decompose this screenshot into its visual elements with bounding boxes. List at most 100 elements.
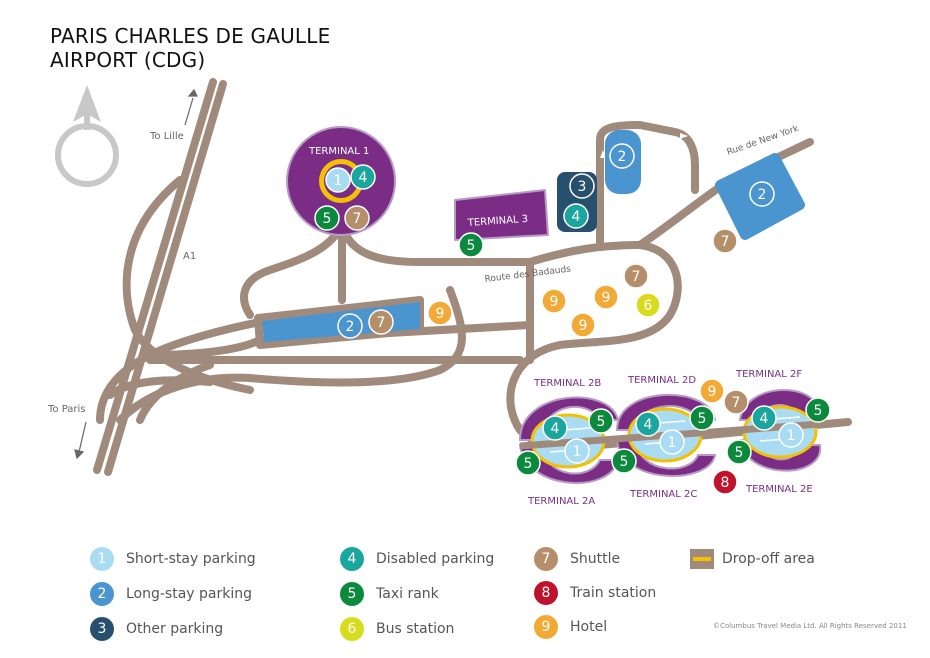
taxi-marker-icon[interactable]: 5: [611, 448, 637, 474]
disabled-marker-icon[interactable]: 4: [563, 203, 589, 229]
shuttle-marker-icon[interactable]: 7: [723, 389, 749, 415]
legend-label: Taxi rank: [376, 586, 439, 602]
train-marker-icon[interactable]: 8: [712, 469, 738, 495]
label-terminal-2f: TERMINAL 2F: [735, 369, 802, 380]
legend-label: Hotel: [570, 619, 608, 635]
shuttle-marker-icon[interactable]: 7: [344, 205, 370, 231]
marker-number: 4: [644, 417, 653, 433]
marker-number: 5: [467, 238, 476, 254]
title-line-1: PARIS CHARLES DE GAULLE: [50, 24, 331, 48]
bus-station-icon: 6: [340, 617, 364, 641]
label-terminal-1: TERMINAL 1: [308, 146, 369, 157]
taxi-marker-icon[interactable]: 5: [805, 397, 831, 423]
disabled-marker-icon[interactable]: 4: [542, 415, 568, 441]
bus-marker-icon[interactable]: 6: [635, 292, 661, 318]
legend-label: Drop-off area: [722, 551, 815, 567]
taxi-marker-icon[interactable]: 5: [515, 450, 541, 476]
long-stay-marker-icon[interactable]: 2: [749, 181, 775, 207]
label-terminal-2e: TERMINAL 2E: [745, 484, 813, 495]
marker-number: 9: [602, 290, 611, 306]
legend-item-long-stay: 2 Long-stay parking: [90, 581, 252, 607]
hotel-marker-icon[interactable]: 9: [427, 300, 453, 326]
title-line-2: AIRPORT (CDG): [50, 48, 206, 72]
marker-number: 4: [572, 209, 581, 225]
marker-number: 2: [618, 149, 627, 165]
direction-arrows: [600, 133, 688, 158]
disabled-marker-icon[interactable]: 4: [635, 411, 661, 437]
marker-number: 7: [632, 269, 641, 285]
label-to-paris: To Paris: [47, 404, 86, 415]
marker-number: 9: [708, 384, 717, 400]
legend-item-shuttle: 7 Shuttle: [534, 546, 620, 572]
marker-number: 1: [668, 435, 677, 451]
legend-item-taxi: 5 Taxi rank: [340, 581, 439, 607]
disabled-parking-icon: 4: [340, 547, 364, 571]
long-stay-parking-icon: 2: [90, 582, 114, 606]
marker-number: 7: [377, 315, 386, 331]
marker-number: 4: [359, 170, 368, 186]
hotel-marker-icon[interactable]: 9: [593, 284, 619, 310]
short-stay-marker-icon[interactable]: 1: [778, 422, 804, 448]
marker-number: 5: [735, 445, 744, 461]
legend-label: Long-stay parking: [126, 586, 253, 602]
taxi-marker-icon[interactable]: 5: [458, 232, 484, 258]
marker-number: 7: [353, 211, 362, 227]
short-stay-marker-icon[interactable]: 1: [659, 429, 685, 455]
shuttle-marker-icon[interactable]: 7: [368, 309, 394, 335]
marker-number: 6: [644, 298, 653, 314]
legend-item-train: 8 Train station: [534, 580, 656, 606]
legend-item-bus: 6 Bus station: [340, 616, 454, 642]
copyright-notice: ©Columbus Travel Media Ltd. All Rights R…: [713, 622, 907, 630]
legend-label: Other parking: [126, 621, 224, 637]
dropoff-swatch-icon: [690, 549, 714, 569]
short-stay-marker-icon[interactable]: 1: [325, 167, 351, 193]
hotel-marker-icon[interactable]: 9: [570, 312, 596, 338]
long-stay-marker-icon[interactable]: 2: [609, 143, 635, 169]
shuttle-marker-icon[interactable]: 7: [712, 228, 738, 254]
taxi-marker-icon[interactable]: 5: [689, 405, 715, 431]
taxi-rank-icon: 5: [340, 582, 364, 606]
marker-number: 1: [787, 428, 796, 444]
other-parking-icon: 3: [90, 617, 114, 641]
label-terminal-2d: TERMINAL 2D: [627, 375, 696, 386]
marker-number: 1: [334, 173, 343, 189]
hotel-icon: 9: [534, 615, 558, 639]
disabled-marker-icon[interactable]: 4: [350, 164, 376, 190]
marker-number: 7: [732, 395, 741, 411]
shuttle-icon: 7: [534, 547, 558, 571]
legend-item-disabled: 4 Disabled parking: [340, 546, 494, 572]
disabled-marker-icon[interactable]: 4: [751, 405, 777, 431]
taxi-marker-icon[interactable]: 5: [726, 439, 752, 465]
taxi-marker-icon[interactable]: 5: [588, 408, 614, 434]
shuttle-marker-icon[interactable]: 7: [623, 263, 649, 289]
other-parking-marker-icon[interactable]: 3: [569, 173, 595, 199]
marker-number: 5: [597, 414, 606, 430]
terminal-3[interactable]: [454, 189, 549, 241]
hotel-marker-icon[interactable]: 9: [541, 288, 567, 314]
marker-number: 5: [524, 456, 533, 472]
label-terminal-2b: TERMINAL 2B: [533, 378, 601, 389]
marker-number: 2: [758, 187, 767, 203]
marker-number: 5: [323, 211, 332, 227]
page-title: PARIS CHARLES DE GAULLE AIRPORT (CDG): [50, 24, 330, 72]
marker-number: 5: [620, 454, 629, 470]
hotel-marker-icon[interactable]: 9: [699, 378, 725, 404]
legend-item-other-parking: 3 Other parking: [90, 616, 223, 642]
legend-label: Shuttle: [570, 551, 621, 567]
marker-number: 8: [721, 475, 730, 491]
label-to-lille: To Lille: [149, 131, 184, 142]
label-terminal-2a: TERMINAL 2A: [527, 496, 595, 507]
long-stay-marker-icon[interactable]: 2: [337, 313, 363, 339]
marker-number: 9: [436, 306, 445, 322]
marker-number: 7: [721, 234, 730, 250]
direction-pointers: [74, 88, 198, 460]
marker-number: 9: [579, 318, 588, 334]
legend-item-hotel: 9 Hotel: [534, 614, 607, 640]
legend-label: Disabled parking: [376, 551, 495, 567]
north-arrow-icon: [55, 85, 119, 187]
taxi-marker-icon[interactable]: 5: [314, 205, 340, 231]
short-stay-marker-icon[interactable]: 1: [564, 438, 590, 464]
legend-label: Train station: [570, 585, 657, 601]
legend-label: Bus station: [376, 621, 455, 637]
